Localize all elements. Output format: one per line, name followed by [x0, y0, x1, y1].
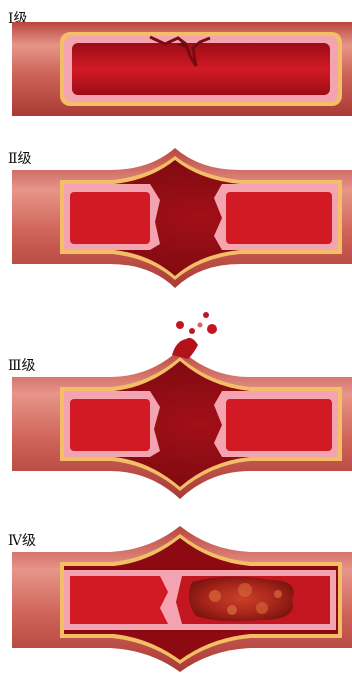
lumen	[72, 43, 330, 95]
thrombus-texture	[256, 602, 268, 614]
grade-2-vessel-illustration	[0, 140, 352, 300]
thrombus-texture	[227, 605, 237, 615]
blood-drop	[176, 321, 184, 329]
lumen-right	[226, 399, 332, 451]
blood-drop	[207, 324, 217, 334]
thrombus-texture	[274, 590, 282, 598]
blood-drop	[203, 312, 209, 318]
lumen-left	[70, 399, 150, 451]
lumen-right	[226, 192, 332, 244]
thrombus-texture	[238, 583, 252, 597]
rupture-bleed	[172, 338, 198, 359]
grade-4-vessel-illustration	[0, 520, 352, 674]
grade-3-vessel-illustration	[0, 305, 352, 505]
lumen-left	[70, 576, 168, 624]
grade-1-vessel-illustration	[0, 18, 352, 128]
blood-drop	[198, 323, 203, 328]
thrombus-texture	[209, 590, 221, 602]
lumen-left	[70, 192, 150, 244]
blood-drop	[189, 328, 195, 334]
thrombus	[189, 576, 294, 621]
